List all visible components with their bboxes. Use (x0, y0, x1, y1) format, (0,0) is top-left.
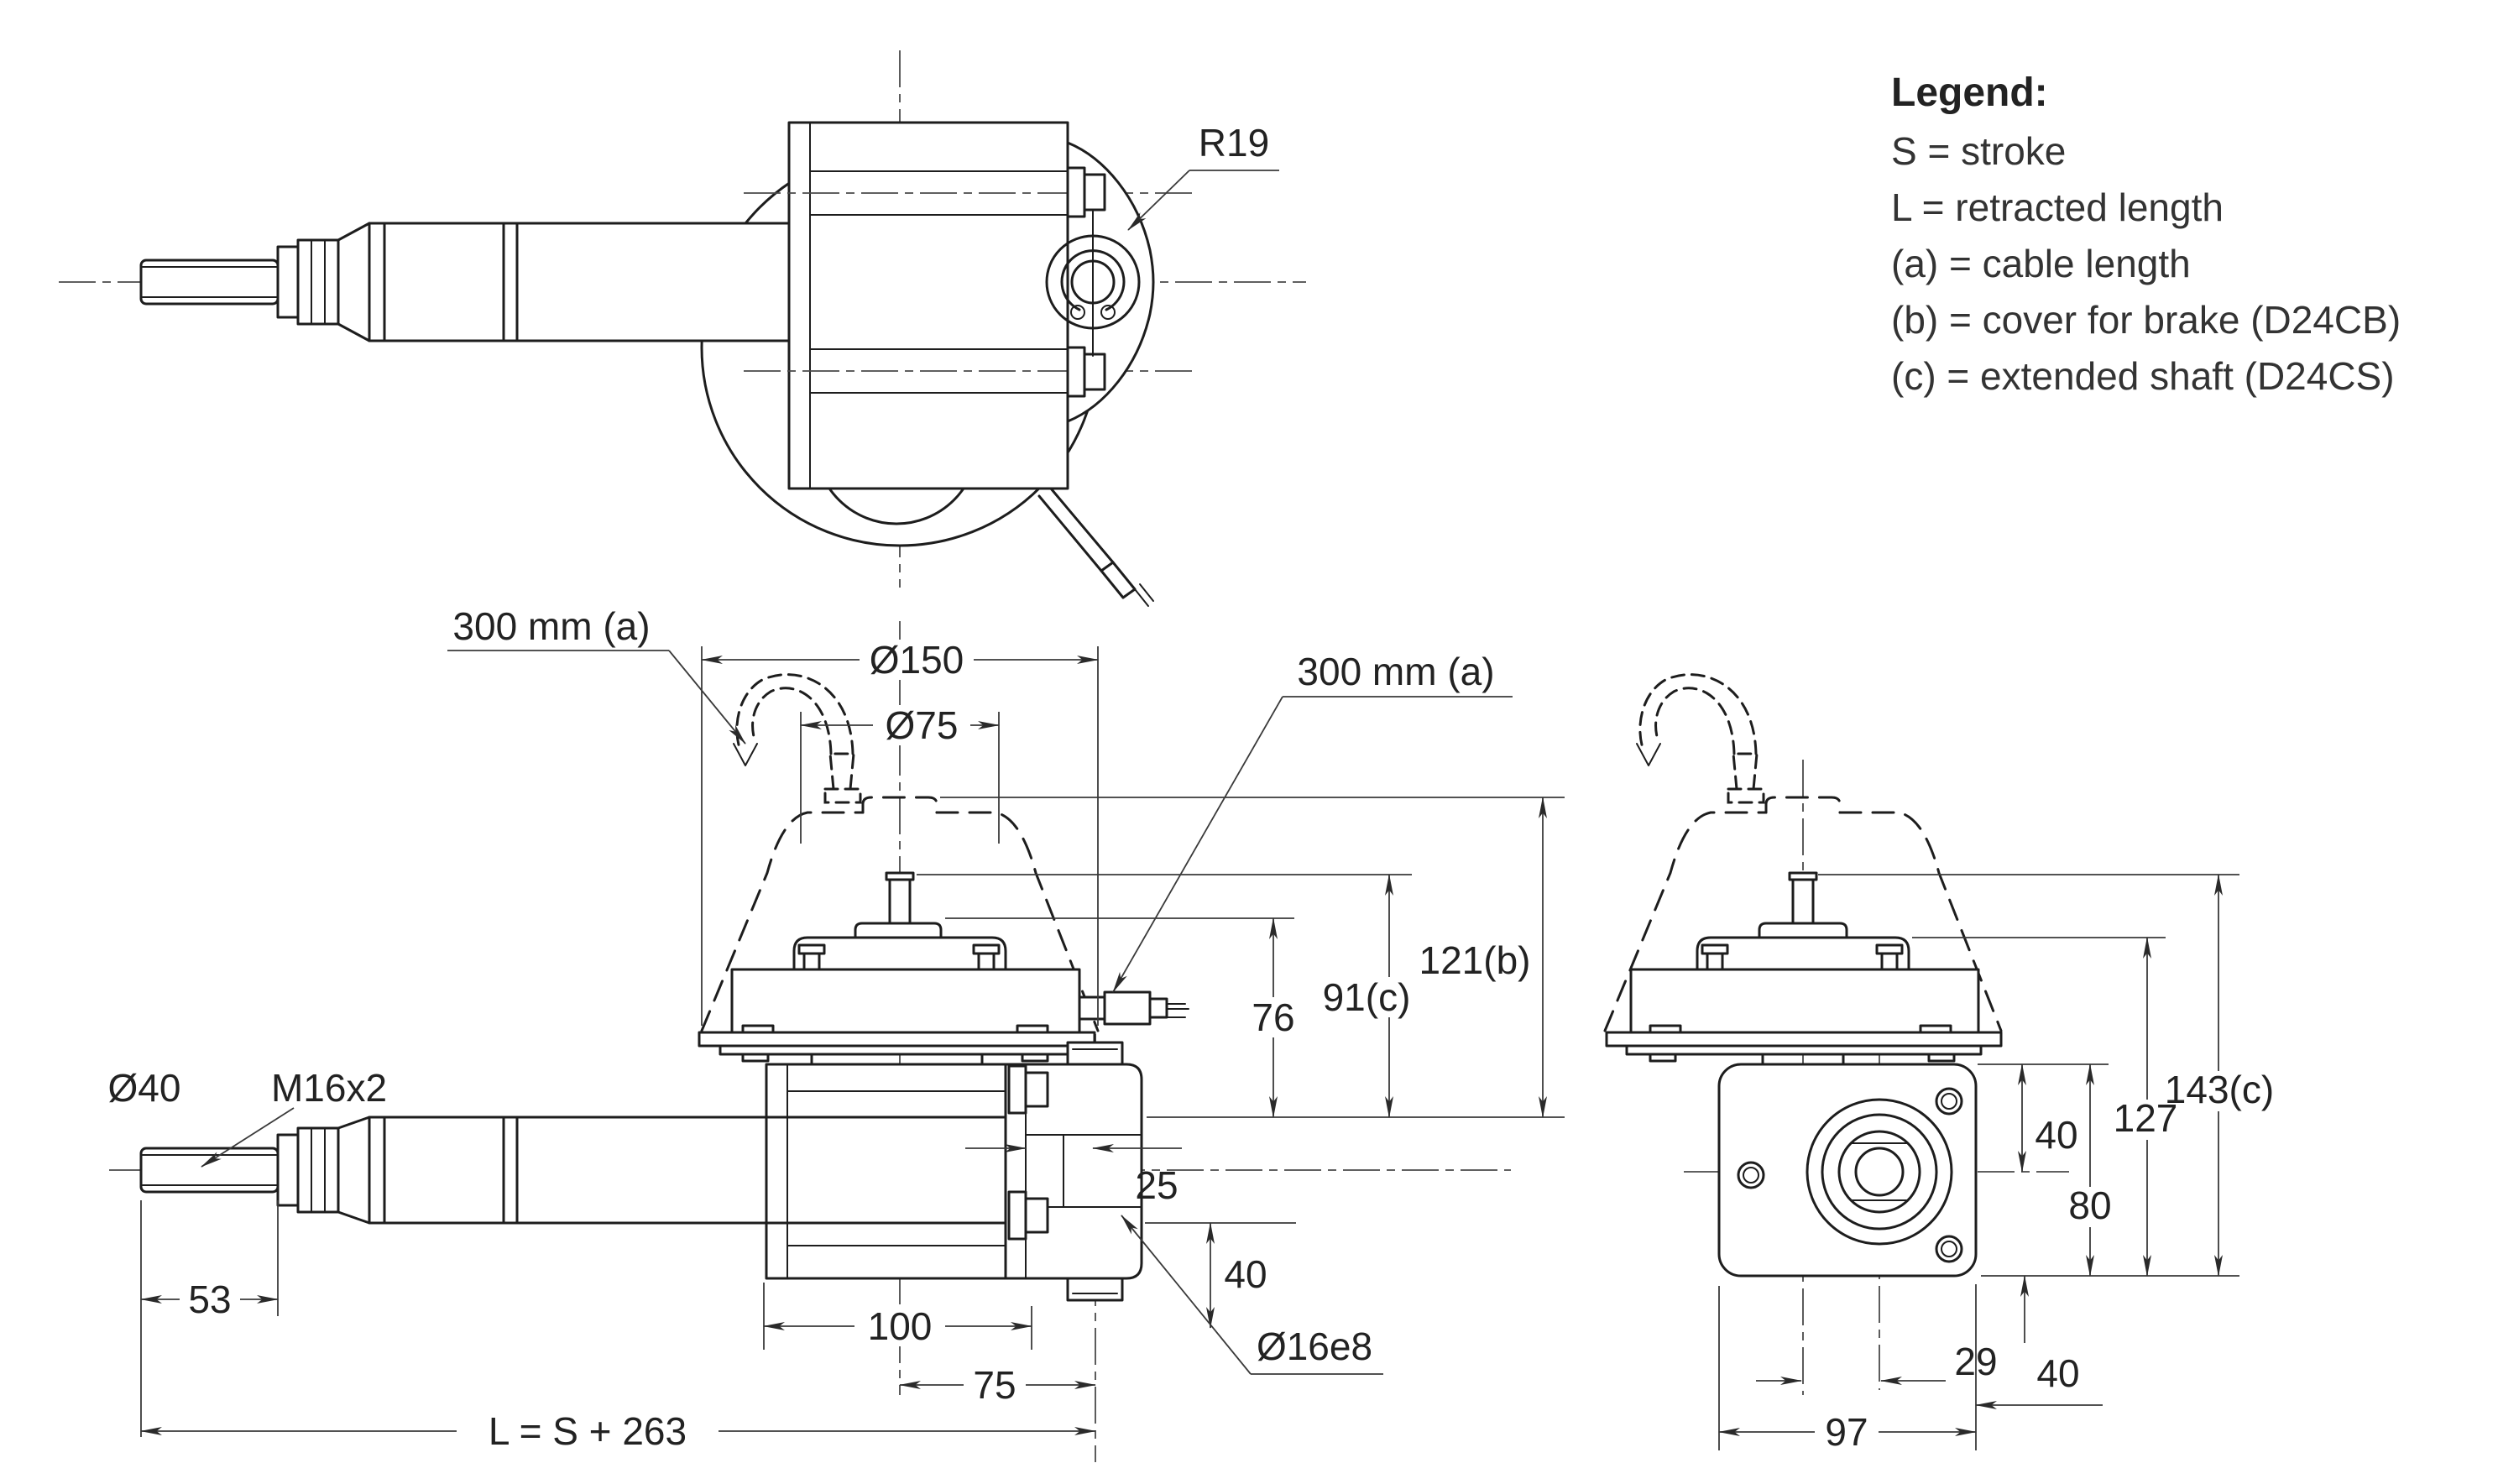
piston-rod (139, 222, 371, 342)
dim-143c: 143(c) (2165, 1068, 2274, 1111)
dim-dia150: Ø150 (870, 638, 964, 682)
top-plan-view: R19 (59, 50, 1306, 607)
dim-121b: 121(b) (1419, 938, 1531, 982)
legend-item-cable: (a) = cable length (1891, 242, 2191, 285)
cable-connector (1078, 990, 1189, 1026)
dim-25: 25 (1135, 1163, 1178, 1207)
dim-91c: 91(c) (1323, 975, 1411, 1019)
mounting-plate (1717, 1063, 1978, 1278)
dim-length-formula: L = S + 263 (489, 1409, 687, 1453)
dimensions-end: 40 80 127 143(c) 40 29 97 (1718, 874, 2283, 1454)
brake-cover-dashed-end (1603, 796, 2003, 1032)
dim-dia40: Ø40 (108, 1066, 181, 1110)
flange-plate (698, 1031, 1096, 1048)
dim-100: 100 (868, 1304, 933, 1348)
legend-item-length: L = retracted length (1891, 186, 2224, 229)
label-cable-left: 300 mm (a) (452, 604, 650, 648)
dim-m16x2: M16x2 (271, 1066, 387, 1110)
dim-dia16e8: Ø16e8 (1257, 1325, 1372, 1368)
motor-band (730, 968, 1081, 1034)
label-r19: R19 (1199, 121, 1269, 165)
end-view: 40 80 127 143(c) 40 29 97 (1603, 673, 2283, 1454)
front-elevation-view: 300 mm (a) 300 mm (a) Ø150 Ø75 76 91(c) … (108, 604, 1565, 1462)
label-cable-right: 300 mm (a) (1297, 650, 1494, 693)
dim-127: 127 (2114, 1096, 2178, 1140)
legend: Legend: S = stroke L = retracted length … (1891, 71, 2401, 398)
dim-29: 29 (1954, 1340, 1997, 1383)
cable-pigtail (733, 673, 862, 804)
dim-97: 97 (1825, 1410, 1868, 1454)
motor-assembly-end (1605, 871, 2003, 1066)
cable-pigtail-end (1636, 673, 1765, 804)
legend-item-shaft: (c) = extended shaft (D24CS) (1891, 354, 2395, 398)
dim-53: 53 (188, 1278, 231, 1321)
gear-housing-front (765, 1063, 1007, 1280)
dim-dia75: Ø75 (886, 703, 959, 747)
legend-item-stroke: S = stroke (1891, 129, 2066, 173)
dim-40-bottom: 40 (2036, 1351, 2079, 1395)
wire-fork (733, 743, 758, 766)
cable-tail (1037, 487, 1154, 607)
cover-bolts (797, 943, 1001, 971)
rear-clevis-front (1004, 1041, 1143, 1302)
legend-item-brake: (b) = cover for brake (D24CB) (1891, 298, 2401, 342)
legend-title: Legend: (1891, 71, 2048, 115)
wire-fork-end (1636, 743, 1661, 766)
cylinder-front (139, 1116, 768, 1225)
cylinder-tube (368, 222, 791, 342)
dim-40-top: 40 (2035, 1113, 2077, 1157)
motor-assembly-front (698, 871, 1189, 1066)
shaft-hub (1806, 1098, 1953, 1246)
motor-shaft (888, 878, 912, 925)
dim-80: 80 (2068, 1184, 2111, 1227)
brake-cover-dashed (700, 796, 1100, 1032)
plate-holes (1737, 1087, 1963, 1263)
dim-40-clevis: 40 (1224, 1252, 1267, 1296)
dimensions-front: 300 mm (a) 300 mm (a) Ø150 Ø75 76 91(c) … (108, 604, 1565, 1453)
gear-housing-top (787, 121, 1069, 490)
dim-76: 76 (1252, 995, 1294, 1039)
dim-75: 75 (973, 1363, 1016, 1407)
